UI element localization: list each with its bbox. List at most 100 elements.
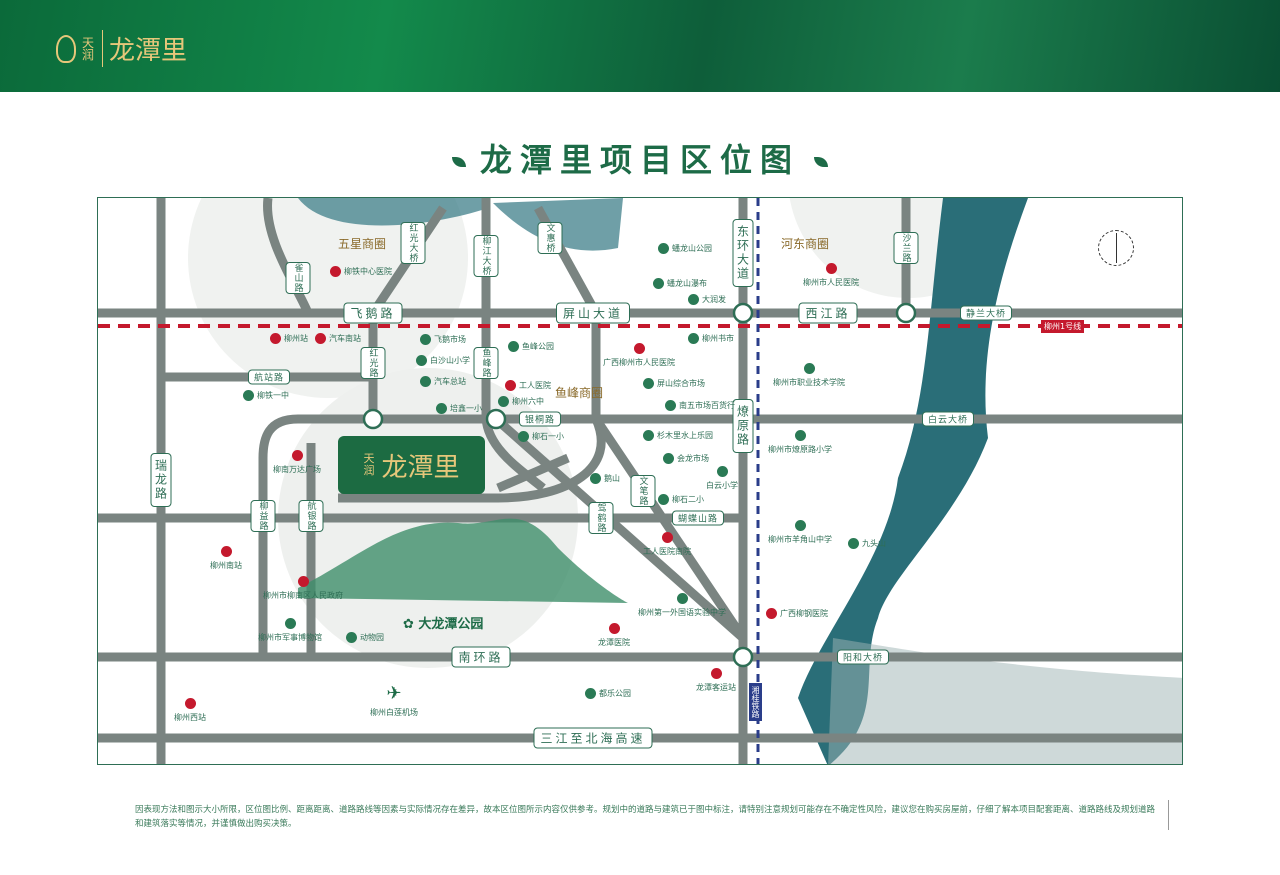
scenic-icon [653,278,664,289]
poi-label: 柳州白莲机场 [370,708,418,717]
brand-name: 天润 [82,35,95,62]
poi-label: 柳州市羊角山中学 [768,535,832,544]
poi[interactable]: 柳州市军事博物馆 [258,618,322,643]
poi[interactable]: 杉木里水上乐园 [643,430,713,441]
zoo-icon [346,632,357,643]
road-label: 南环路 [451,646,511,668]
road-label: 文惠桥 [537,222,563,254]
park-icon [585,688,596,699]
school-icon [716,466,728,477]
poi[interactable]: 柳州站 [270,333,308,344]
poi[interactable]: 会龙市场 [663,453,709,464]
poi[interactable]: 柳州第一外国语实验中学 [638,593,726,618]
header-banner: 天润 龙潭里 [0,0,1280,92]
poi[interactable]: 柳铁中心医院 [330,266,392,277]
location-map[interactable]: 五星商圈 河东商圈 鱼峰商圈 飞鹅路 屏山大道 西江路 静兰大桥 南环路 三江至… [97,197,1183,765]
poi[interactable]: 柳铁一中 [243,390,289,401]
poi[interactable]: 广西柳钢医院 [766,608,828,619]
government-icon [297,576,309,587]
poi-label: 鹅山 [604,474,620,483]
poi[interactable]: 九头山 [848,538,886,549]
poi-label: 培鑫一小 [450,404,482,413]
train-station-icon [184,698,196,709]
poi[interactable]: 龙潭医院 [598,623,630,648]
poi[interactable]: 柳州书市 [688,333,734,344]
poi[interactable]: 屏山综合市场 [643,378,705,389]
poi[interactable]: 柳南万达广场 [273,450,321,475]
poi[interactable]: 都乐公园 [585,688,631,699]
road-label: 屏山大道 [555,302,631,324]
road-label: 航银路 [298,500,324,532]
poi[interactable]: 柳石一小 [518,431,564,442]
poi[interactable]: 蟠龙山瀑布 [653,278,707,289]
district-halo [188,198,468,398]
poi-label: 都乐公园 [599,689,631,698]
poi[interactable]: 南五市场百货行 [665,400,735,411]
hospital-icon [505,380,516,391]
road-label: 柳江大桥 [473,235,499,277]
poi-label: 大润发 [702,295,726,304]
poi[interactable]: 龙潭客运站 [696,668,736,693]
district-label: 五星商圈 [338,237,387,251]
poi[interactable]: 工人医院 [505,380,551,391]
poi[interactable]: 鱼峰公园 [508,341,554,352]
road-label: 银桐路 [518,411,562,427]
poi[interactable]: 蟠龙山公园 [658,243,712,254]
park-icon: ✿ [403,617,419,632]
school-icon [436,403,447,414]
poi-label: 柳州西站 [174,713,206,722]
bookstore-icon [688,333,699,344]
poi[interactable]: 工人医院南院 [643,532,691,557]
school-icon [794,430,806,441]
poi[interactable]: 鹅山 [590,473,620,484]
road-label: 白云大桥 [921,411,975,427]
poi-label: 柳州第一外国语实验中学 [638,608,726,617]
school-icon [794,520,806,531]
water-park-icon [643,430,654,441]
mountain-icon [848,538,859,549]
poi-label: 柳铁一中 [257,391,289,400]
project-brand: 天润 [363,452,375,477]
poi-label: 柳石二小 [672,495,704,504]
poi[interactable]: 柳州西站 [174,698,206,723]
poi[interactable]: 动物园 [346,632,384,643]
divider [1168,800,1169,830]
poi[interactable]: 柳石二小 [658,494,704,505]
road-label: 鱼峰路 [473,347,499,379]
poi[interactable]: 柳州市人民医院 [803,263,859,288]
poi[interactable]: 柳州市燎原路小学 [768,430,832,455]
poi[interactable]: 柳州市柳南区人民政府 [263,576,343,601]
poi[interactable]: 广西柳州市人民医院 [603,343,675,368]
poi-label: 柳州市职业技术学院 [773,378,845,387]
poi[interactable]: 柳州市职业技术学院 [773,363,845,388]
poi[interactable]: 柳州市羊角山中学 [768,520,832,545]
compass-icon [1098,230,1134,266]
poi[interactable]: 柳州六中 [498,396,544,407]
museum-icon [284,618,296,629]
poi[interactable]: ✈柳州白莲机场 [370,683,418,718]
poi[interactable]: 汽车南站 [315,333,361,344]
poi[interactable]: 白云小学 [706,466,738,491]
poi[interactable]: 柳州南站 [210,546,242,571]
poi-label: 蟠龙山公园 [672,244,712,253]
hospital-icon [633,343,645,354]
project-marker[interactable]: 天润 龙潭里 [338,436,485,494]
poi[interactable]: 白沙山小学 [416,355,470,366]
poi[interactable]: 大润发 [688,294,726,305]
poi[interactable]: 飞鹅市场 [420,334,466,345]
poi-label: 工人医院南院 [643,547,691,556]
poi-label: 汽车南站 [329,334,361,343]
poi-label: 柳铁中心医院 [344,267,392,276]
poi[interactable]: 汽车总站 [420,376,466,387]
poi[interactable]: 培鑫一小 [436,403,482,414]
poi-label: 柳州市军事博物馆 [258,633,322,642]
road-label: 静兰大桥 [959,305,1013,321]
poi-label: 广西柳州市人民医院 [603,358,675,367]
leaf-logo-icon [56,34,76,63]
poi-label: 广西柳钢医院 [780,609,828,618]
project-name: 龙潭里 [381,452,460,483]
park-label: ✿ 大龙潭公园 [403,613,483,632]
river [798,198,1028,764]
leaf-icon [451,157,466,167]
hospital-icon [661,532,673,543]
